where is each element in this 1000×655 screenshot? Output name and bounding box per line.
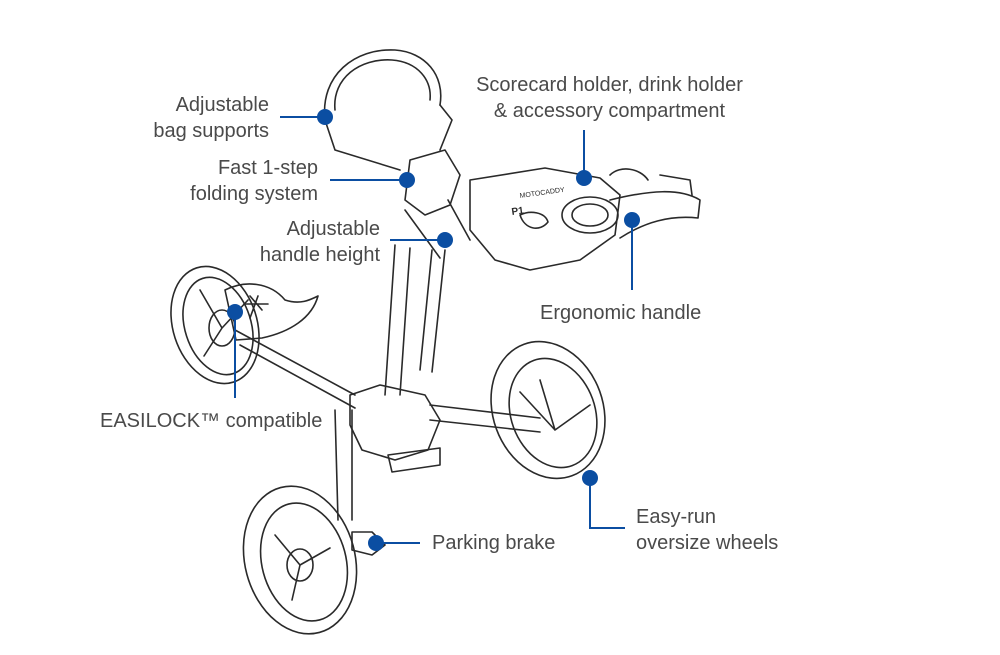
console-model: P1	[511, 205, 525, 218]
rear-axle	[234, 329, 356, 409]
label-brake: Parking brake	[432, 532, 556, 554]
main-shaft	[384, 244, 446, 396]
front-leg	[334, 409, 353, 521]
console	[469, 167, 621, 271]
label-scorecard: Scorecard holder, drink holder & accesso…	[476, 74, 743, 122]
label-ergonomic: Ergonomic handle	[540, 302, 702, 324]
bag-support	[323, 49, 442, 121]
left-rear-wheel	[170, 265, 260, 385]
label-wheels: Easy-run oversize wheels	[636, 506, 779, 554]
label-easilock: EASILOCK™ compatible	[100, 410, 323, 432]
easilock-plate	[224, 283, 319, 341]
dot-brake	[368, 535, 384, 551]
dot-scorecard	[576, 170, 592, 186]
dot-handle-height	[437, 232, 453, 248]
label-folding: Fast 1-step folding system	[190, 157, 318, 205]
dot-wheels	[582, 470, 598, 486]
right-axle	[429, 404, 541, 433]
right-rear-wheel	[490, 340, 606, 480]
leader-wheels	[589, 478, 625, 529]
label-bag-supports: Adjustable bag supports	[153, 94, 269, 142]
dot-easilock	[227, 304, 243, 320]
handle-grip	[609, 190, 701, 239]
front-wheel	[242, 485, 358, 635]
dot-folding	[399, 172, 415, 188]
dot-ergonomic	[624, 212, 640, 228]
dot-bag-supports	[317, 109, 333, 125]
console-brand: MOTOCADDY	[519, 187, 565, 200]
central-hub	[349, 384, 441, 461]
label-handle-height: Adjustable handle height	[259, 218, 380, 266]
